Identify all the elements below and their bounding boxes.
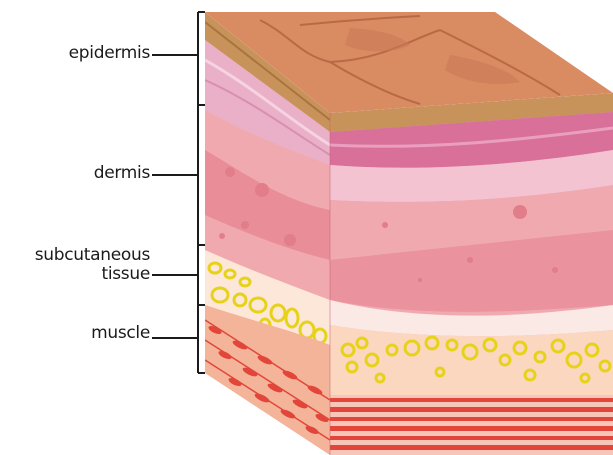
leader-lines — [152, 55, 198, 338]
right-face-layers — [325, 90, 613, 455]
label-subcutaneous-line1: subcutaneous — [35, 246, 150, 265]
label-epidermis: epidermis — [69, 44, 150, 63]
label-subcutaneous-tissue: subcutaneous tissue — [35, 246, 150, 284]
label-muscle: muscle — [91, 324, 150, 343]
label-dermis: dermis — [94, 164, 150, 183]
layer-brackets — [198, 12, 205, 373]
label-subcutaneous-line2: tissue — [35, 265, 150, 284]
